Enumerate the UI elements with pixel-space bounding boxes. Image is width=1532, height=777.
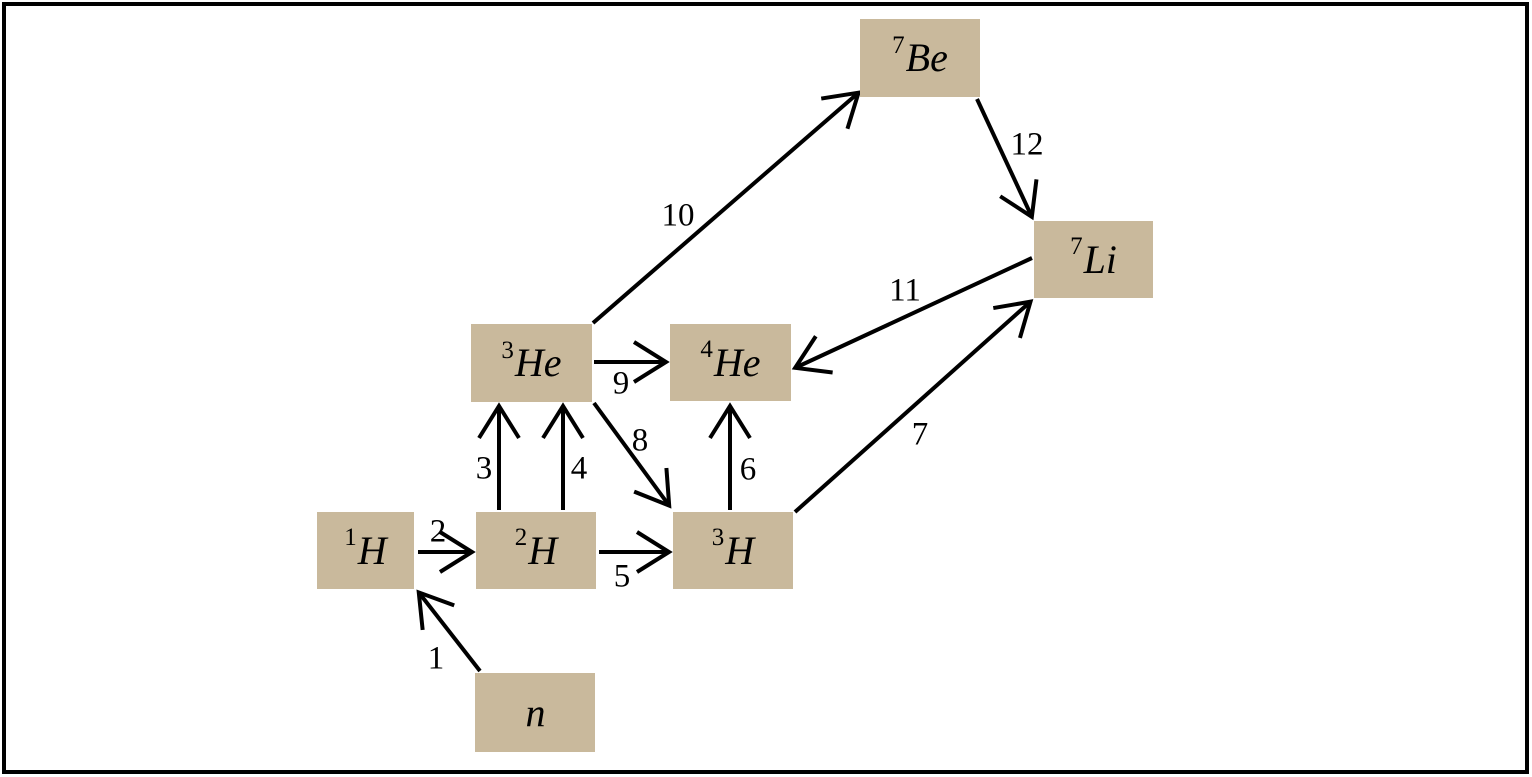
node-h2-mass-number: 2 (514, 524, 528, 551)
reaction-label-2: 2 (429, 513, 447, 550)
node-h3-mass-number: 3 (711, 524, 725, 551)
node-h2-symbol: H (528, 527, 558, 573)
reaction-label-12: 12 (1010, 126, 1044, 163)
node-be7-symbol: Be (905, 35, 948, 80)
arrow-8 (592, 401, 672, 509)
arrow-1 (416, 589, 482, 673)
reaction-label-6: 6 (739, 451, 757, 488)
reaction-label-8: 8 (631, 422, 649, 459)
node-h3-symbol: H (725, 527, 755, 573)
reaction-label-1: 1 (427, 640, 445, 677)
node-he3-mass-number: 3 (501, 336, 514, 364)
node-he3-symbol: He (514, 340, 562, 385)
reaction-label-10: 10 (661, 197, 695, 234)
node-li7-mass-number: 7 (1070, 233, 1083, 260)
reaction-label-5: 5 (613, 558, 631, 595)
node-h1-mass-number: 1 (344, 524, 357, 551)
reaction-label-3: 3 (475, 450, 493, 487)
reaction-label-9: 9 (612, 365, 630, 402)
node-he4-symbol: He (713, 339, 761, 385)
node-h1-symbol: H (357, 527, 387, 573)
node-neutron-symbol: n (525, 689, 546, 735)
reaction-label-7: 7 (911, 416, 929, 453)
node-be7-mass-number: 7 (892, 31, 905, 59)
node-he4-mass-number: 4 (700, 336, 713, 363)
node-neutron: n (475, 673, 595, 752)
node-li7-symbol: Li (1083, 236, 1117, 282)
arrow-10 (591, 90, 862, 325)
reaction-label-11: 11 (889, 272, 921, 309)
arrow-7 (793, 299, 1034, 514)
arrow-12 (975, 98, 1039, 221)
reaction-label-4: 4 (570, 450, 588, 487)
arrow-11 (791, 256, 1033, 375)
